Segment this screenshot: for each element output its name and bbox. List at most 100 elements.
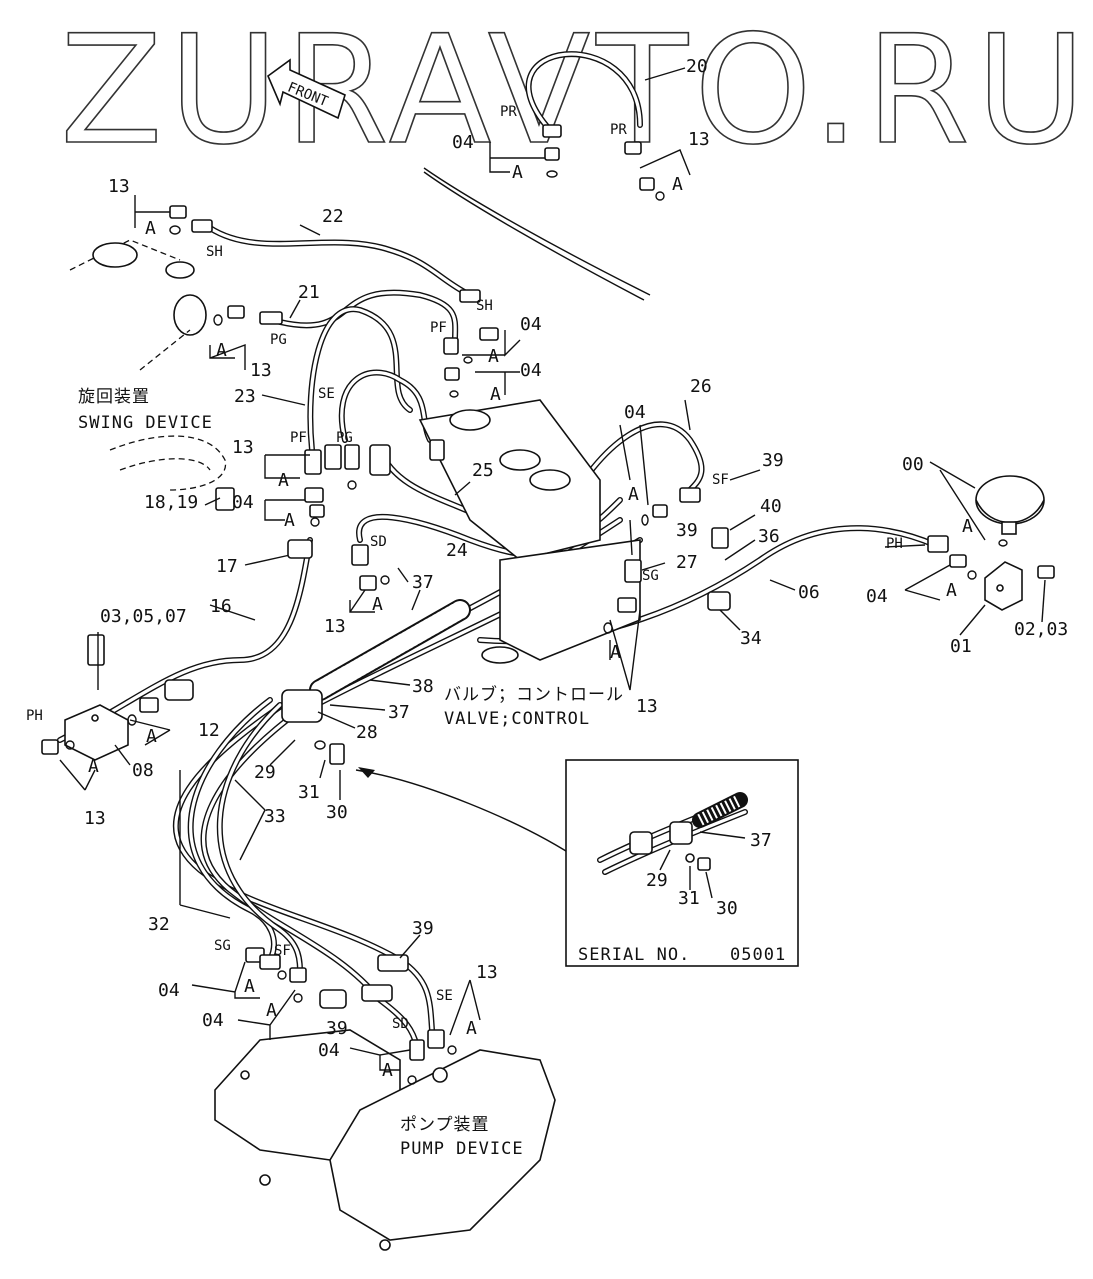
label-a-e: A: [284, 510, 295, 531]
label-a-o: A: [466, 1018, 477, 1039]
part-labels: 20 PR PR 04 A 13 A 13 A SH 22 SH 21 PG A…: [26, 56, 1068, 1081]
label-13-c: 13: [84, 808, 106, 829]
label-27: 27: [676, 552, 698, 573]
label-21: 21: [298, 282, 320, 303]
serial-inset: 37 29 31 30 SERIAL NO. 05001: [565, 759, 799, 967]
label-pr-1: PR: [500, 104, 517, 120]
label-30: 30: [326, 802, 348, 823]
label-a-p: A: [382, 1060, 393, 1081]
label-29: 29: [254, 762, 276, 783]
label-a-f: A: [628, 484, 639, 505]
label-a-sw-2: A: [216, 340, 227, 361]
label-13-b: 13: [324, 616, 346, 637]
label-12: 12: [198, 720, 220, 741]
cab-floor-outline: [423, 167, 651, 296]
label-08: 08: [132, 760, 154, 781]
label-04-top: 04: [452, 132, 474, 153]
swing-device-caption-jp: 旋回装置: [78, 387, 150, 407]
label-a-k: A: [88, 756, 99, 777]
label-36: 36: [758, 526, 780, 547]
label-40: 40: [760, 496, 782, 517]
label-37-b: 37: [388, 702, 410, 723]
label-04-h: 04: [202, 1010, 224, 1031]
label-26: 26: [690, 376, 712, 397]
accumulator: [975, 475, 1045, 535]
label-32: 32: [148, 914, 170, 935]
label-04-b: 04: [520, 314, 542, 335]
serial-number-value: 05001: [730, 945, 786, 965]
label-a-h: A: [946, 580, 957, 601]
leader-lines: [59, 67, 1046, 1071]
label-pg-1: PG: [270, 332, 287, 348]
label-34: 34: [740, 628, 762, 649]
label-sh-1: SH: [206, 244, 223, 260]
label-13-a: 13: [232, 437, 254, 458]
label-a-sw: A: [145, 218, 156, 239]
label-13-e: 13: [476, 962, 498, 983]
fittings: [41, 124, 1055, 1061]
pump-device-caption-en: PUMP DEVICE: [400, 1139, 524, 1159]
label-13-sw: 13: [108, 176, 130, 197]
label-22: 22: [322, 206, 344, 227]
label-a-c: A: [490, 384, 501, 405]
label-04-f: 04: [866, 586, 888, 607]
label-31: 31: [298, 782, 320, 803]
label-a-m: A: [244, 976, 255, 997]
pump-device-outline: [214, 1029, 556, 1251]
label-pg-2: PG: [336, 430, 353, 446]
label-sg-1: SG: [642, 568, 659, 584]
watermark-text: ZURAVTO.RU: [60, 4, 1092, 178]
hose-lines: [57, 51, 938, 1043]
label-04-e: 04: [624, 402, 646, 423]
label-a-i: A: [372, 594, 383, 615]
label-a-d: A: [278, 470, 289, 491]
swing-device-caption-en: SWING DEVICE: [78, 413, 213, 433]
inset-label-31: 31: [678, 888, 700, 909]
valve-caption-jp: バルブ；コントロール: [444, 684, 624, 705]
label-se-2: SE: [436, 988, 453, 1004]
front-arrow: FRONT: [267, 58, 346, 120]
label-03-05-07: 03,05,07: [100, 606, 187, 627]
label-sf-1: SF: [712, 472, 729, 488]
block-08: [64, 704, 129, 761]
label-a-l: A: [610, 642, 621, 663]
label-04-i: 04: [318, 1040, 340, 1061]
label-a-j: A: [146, 726, 157, 747]
clamp-17: [287, 539, 313, 559]
label-13-sw-2: 13: [250, 360, 272, 381]
spiral-guard: [309, 599, 471, 701]
clamp-34: [707, 591, 731, 611]
label-20: 20: [686, 56, 708, 77]
label-04-g: 04: [158, 980, 180, 1001]
label-25: 25: [472, 460, 494, 481]
label-pf-1: PF: [430, 320, 447, 336]
label-02-03: 02,03: [1014, 619, 1068, 640]
pump-device-caption-jp: ポンプ装置: [400, 1115, 490, 1135]
label-04-d: 04: [232, 492, 254, 513]
label-28: 28: [356, 722, 378, 743]
serial-number-label: SERIAL NO.: [578, 945, 690, 965]
label-a-g: A: [962, 516, 973, 537]
label-23: 23: [234, 386, 256, 407]
label-sf-2: SF: [274, 943, 291, 959]
label-39-a: 39: [762, 450, 784, 471]
label-sd-1: SD: [370, 534, 387, 550]
label-37-a: 37: [412, 572, 434, 593]
label-38: 38: [412, 676, 434, 697]
label-39-b: 39: [676, 520, 698, 541]
label-24: 24: [446, 540, 468, 561]
label-sd-2: SD: [392, 1016, 409, 1032]
label-ph-2: PH: [26, 708, 43, 724]
label-16: 16: [210, 596, 232, 617]
label-39-d: 39: [326, 1018, 348, 1039]
label-sh-2: SH: [476, 298, 493, 314]
label-13-top: 13: [688, 129, 710, 150]
block-01: [984, 561, 1023, 611]
valve-caption-en: VALVE;CONTROL: [444, 709, 590, 729]
label-17: 17: [216, 556, 238, 577]
label-13-d: 13: [636, 696, 658, 717]
label-a-n: A: [266, 1000, 277, 1021]
label-se-1: SE: [318, 386, 335, 402]
label-a-top-2: A: [672, 174, 683, 195]
